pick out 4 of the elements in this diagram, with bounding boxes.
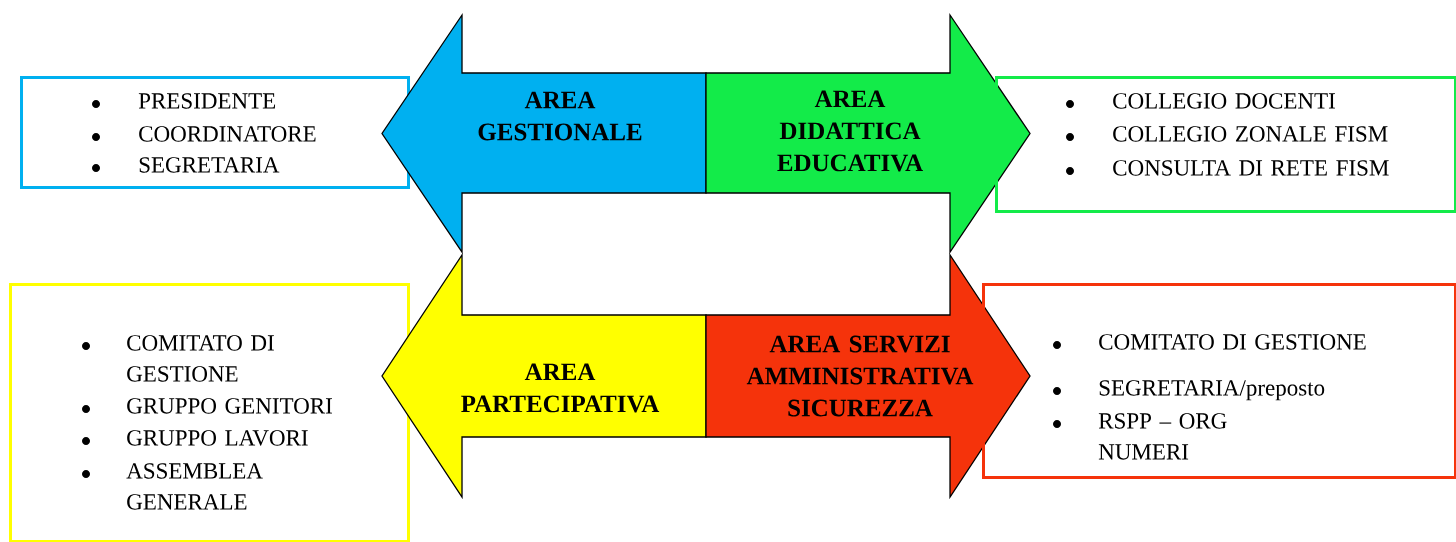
list-box: COMITATO DI GESTIONE SEGRETARIA/preposto RSPP – ORG NUMERI xyxy=(982,283,1456,479)
list-box: COMITATO DI GESTIONE GRUPPO GENITORI GRUPPO LAVORI ASSEMBLEA GENERALE xyxy=(9,283,410,542)
list-box: COLLEGIO DOCENTI COLLEGIO ZONALE FISM CONSULTA DI RETE FISM xyxy=(995,76,1456,213)
list-box: PRESIDENTE COORDINATORE SEGRETARIA xyxy=(20,76,410,189)
